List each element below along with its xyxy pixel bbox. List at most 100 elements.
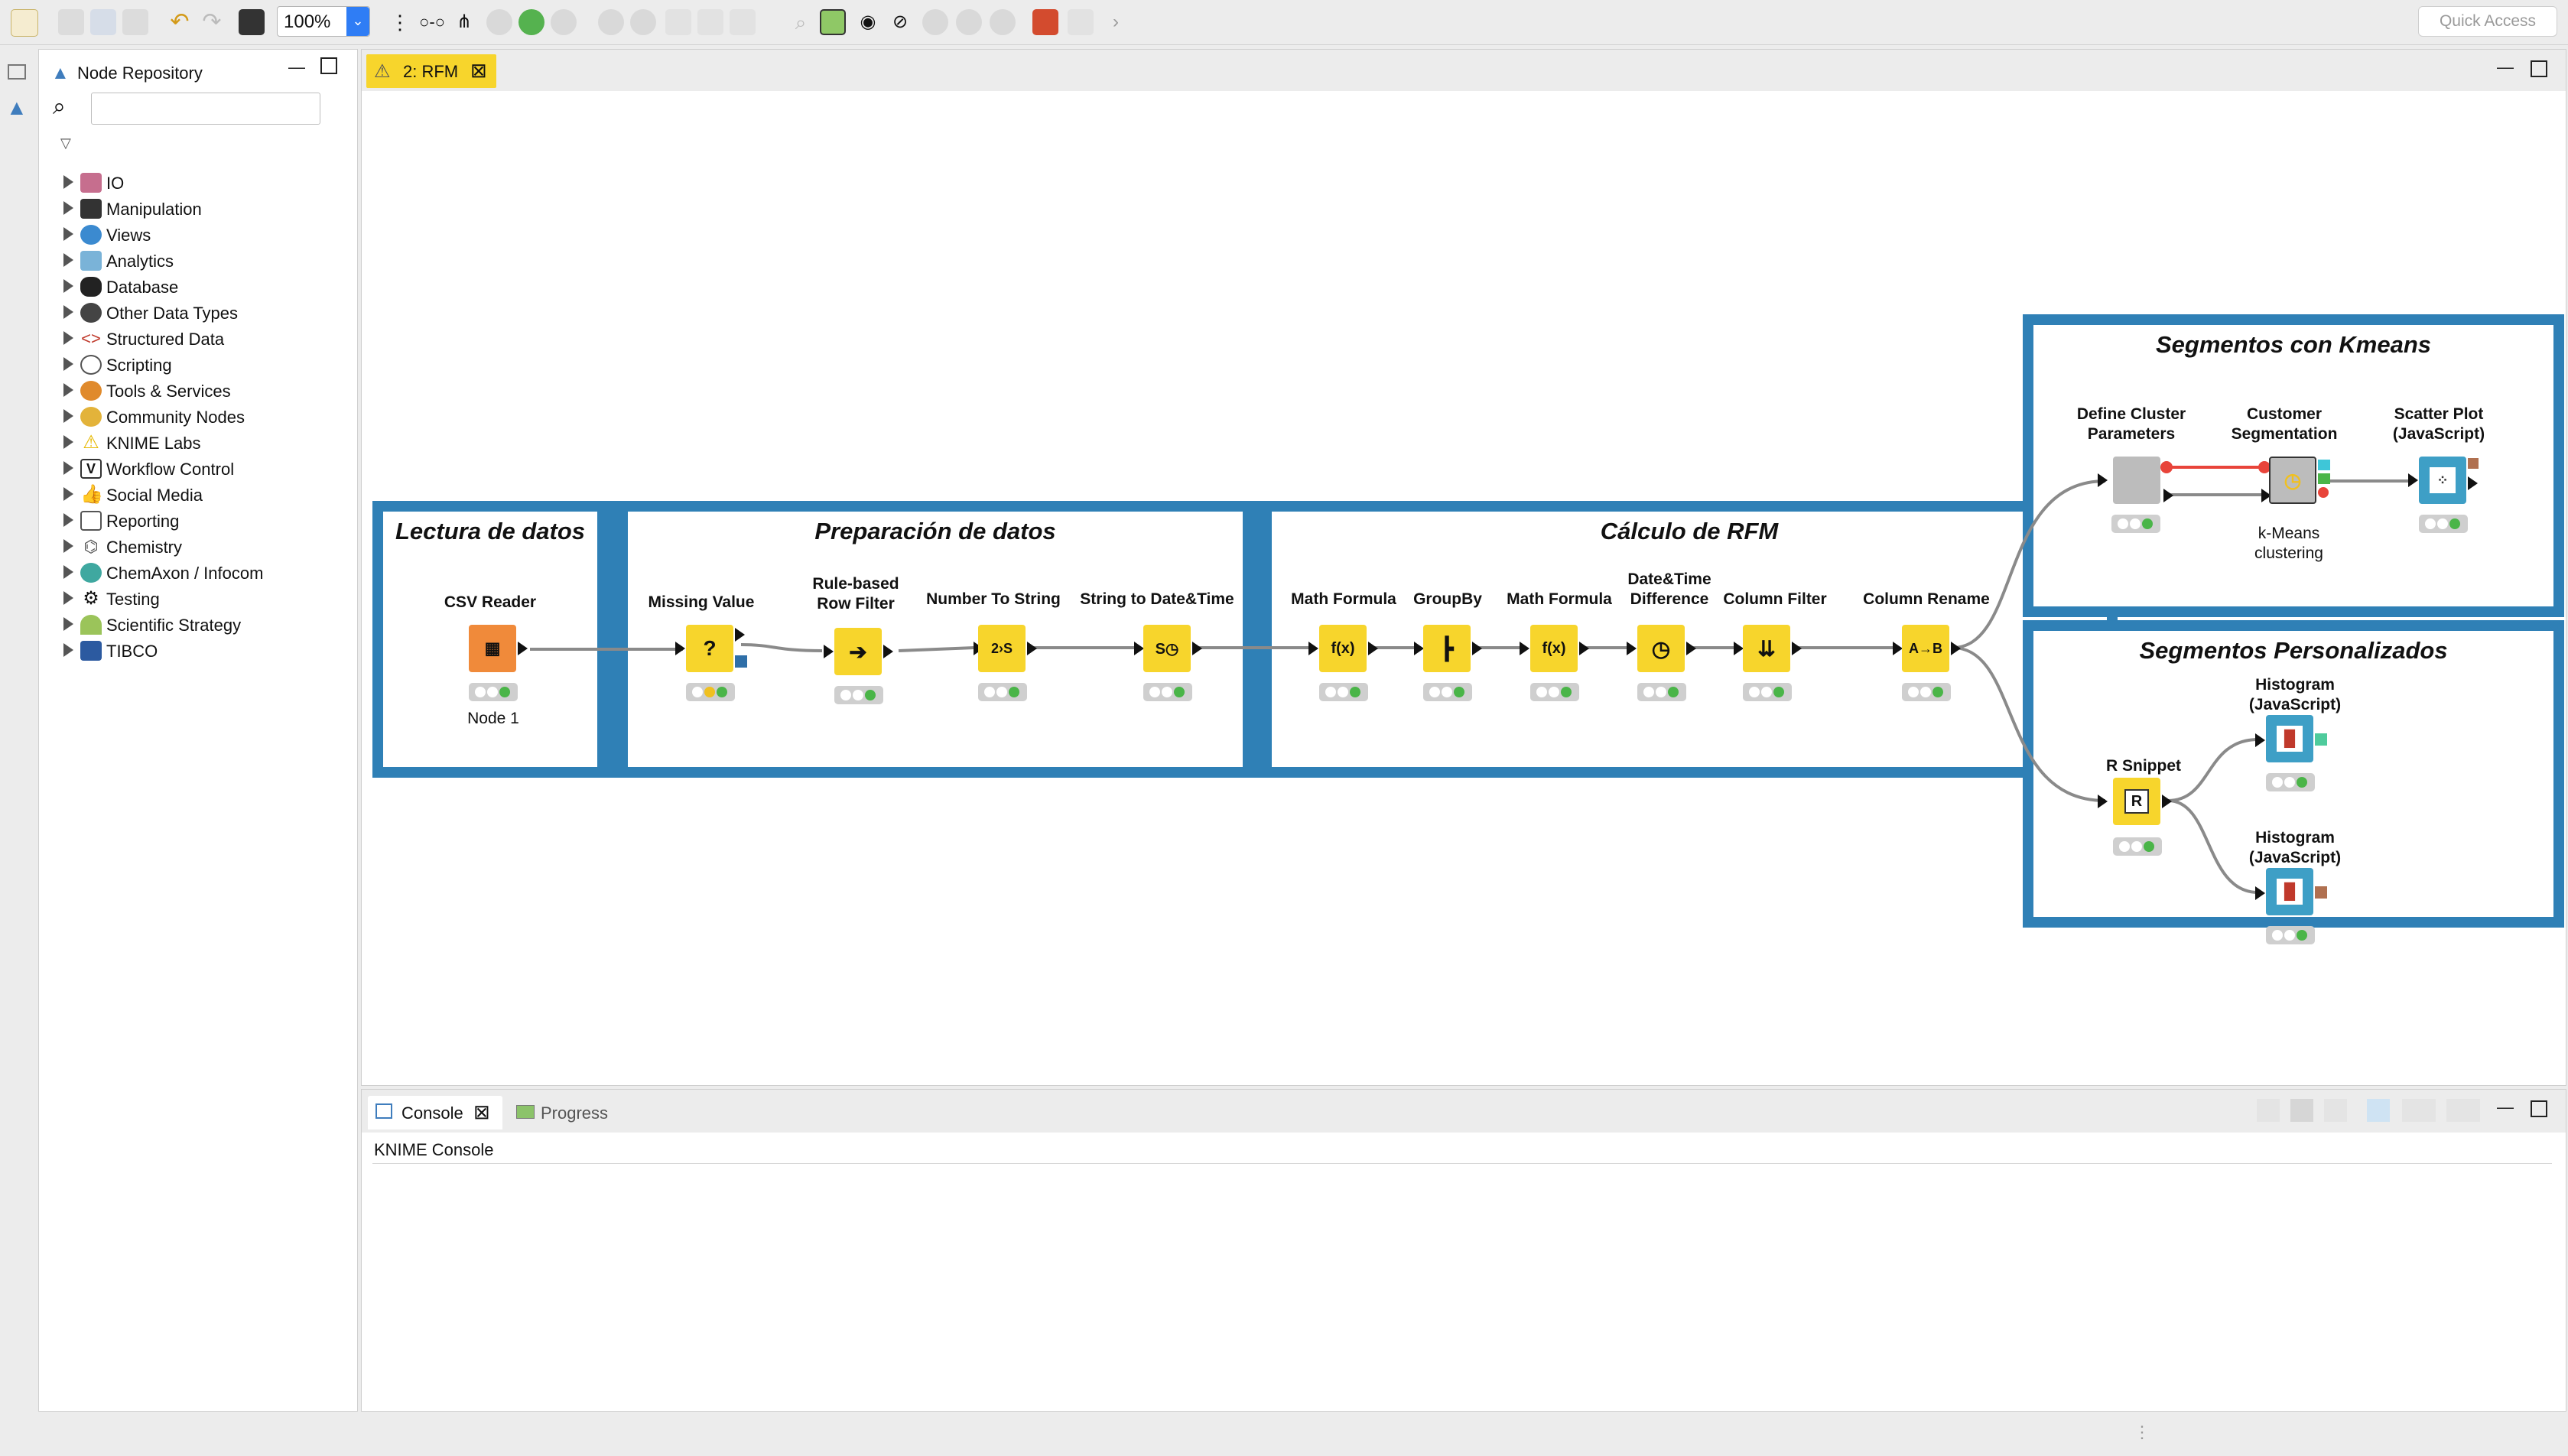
input-port[interactable] [675,642,685,655]
connect-icon[interactable]: ○-○ [419,12,445,31]
search-icon[interactable]: ⌕ [53,94,66,119]
output-port[interactable] [1472,642,1482,655]
minimize-icon[interactable]: — [288,57,305,76]
scroll-lock-icon[interactable] [2290,1099,2313,1122]
grid-icon[interactable] [820,9,846,35]
node-column-rename[interactable]: A→B [1902,625,1949,672]
output-port[interactable] [1686,642,1696,655]
expand-arrow-icon[interactable] [63,409,73,423]
restore-icon[interactable] [8,64,26,80]
maximize-icon[interactable] [2531,60,2547,77]
repo-item-tibco[interactable]: TIBCO [63,639,346,663]
eye-icon[interactable]: ◉ [860,11,876,32]
zoom-icon[interactable]: ⌕ [795,11,807,34]
input-port[interactable] [2255,886,2265,900]
input-port[interactable] [2098,473,2108,487]
repo-item-manipulation[interactable]: Manipulation [63,197,346,221]
node-customer-segmentation[interactable]: ◷ [2269,457,2316,504]
node-number-to-string[interactable]: 2›S [978,625,1026,672]
output-port[interactable] [735,628,745,642]
input-port[interactable] [1414,642,1424,655]
comment-icon[interactable] [697,9,723,35]
node-groupby[interactable]: ┣ [1423,625,1471,672]
output-port[interactable] [1951,642,1961,655]
node-monitor-icon[interactable] [239,9,265,35]
node-define-cluster[interactable] [2113,457,2160,504]
pause-icon[interactable] [956,9,982,35]
image-port[interactable] [2315,886,2327,899]
word-wrap-icon[interactable] [2324,1099,2347,1122]
layout-icon[interactable]: ⋔ [456,11,473,32]
cancel-icon[interactable] [598,9,624,35]
node-date-diff[interactable]: ◷ [1637,625,1685,672]
chevron-right-icon[interactable]: › [1113,11,1119,32]
tab-node-repository[interactable]: ▲ Node Repository [44,56,227,89]
expand-arrow-icon[interactable] [63,201,73,215]
expand-arrow-icon[interactable] [63,357,73,371]
output-port[interactable] [1792,642,1802,655]
tab-rfm[interactable]: ⚠ 2: RFM ⊠ [366,54,496,88]
expand-arrow-icon[interactable] [63,539,73,553]
node-string-to-date[interactable]: S◷ [1143,625,1191,672]
output-port[interactable] [1368,642,1378,655]
output-port[interactable] [2318,460,2330,470]
display-console-icon[interactable] [2402,1099,2436,1122]
repo-item-testing[interactable]: ⚙Testing [63,587,346,611]
input-port[interactable] [2261,489,2271,502]
new-icon[interactable] [11,9,38,37]
node-r-snippet[interactable]: R [2113,778,2160,825]
output-port[interactable] [2162,795,2172,808]
expand-arrow-icon[interactable] [63,487,73,501]
repo-item-tools-services[interactable]: Tools & Services [63,379,346,403]
node-missing-value[interactable]: ? [686,625,733,672]
view-port[interactable] [2315,733,2327,746]
execute-icon[interactable] [486,9,512,35]
model-port[interactable] [735,655,747,668]
input-port[interactable] [1893,642,1903,655]
repo-item-scientific-strategy[interactable]: Scientific Strategy [63,613,346,637]
expand-arrow-icon[interactable] [63,435,73,449]
output-port[interactable] [2318,487,2329,498]
repo-item-views[interactable]: Views [63,223,346,247]
reset-icon[interactable] [665,9,691,35]
input-port[interactable] [2408,473,2418,487]
input-port[interactable] [1734,642,1744,655]
output-port[interactable] [1192,642,1202,655]
minimize-icon[interactable]: — [2497,1097,2514,1116]
expand-arrow-icon[interactable] [63,227,73,241]
node-csv-reader[interactable]: ▦ [469,625,516,672]
close-icon[interactable]: ⊠ [470,59,487,82]
repo-item-chemaxon[interactable]: ChemAxon / Infocom [63,561,346,585]
flow-variable-port[interactable] [2258,461,2271,473]
save-icon[interactable] [58,9,84,35]
expand-arrow-icon[interactable] [63,305,73,319]
output-port[interactable] [2468,476,2478,490]
view-icon[interactable] [730,9,756,35]
expand-arrow-icon[interactable] [63,513,73,527]
configure-icon[interactable]: ⋮ [390,11,410,34]
expand-arrow-icon[interactable] [63,175,73,189]
repo-item-knime-labs[interactable]: ⚠KNIME Labs [63,431,346,455]
output-port[interactable] [2163,489,2173,502]
input-port[interactable] [2098,795,2108,808]
filter-chevron-icon[interactable]: ▽ [60,135,71,151]
expand-arrow-icon[interactable] [63,253,73,267]
expand-arrow-icon[interactable] [63,643,73,657]
repository-search-input[interactable] [91,93,320,125]
close-icon[interactable]: ⊠ [473,1100,490,1123]
node-math-formula-2[interactable]: f(x) [1530,625,1578,672]
repo-item-other-data-types[interactable]: Other Data Types [63,301,346,325]
tool-icon[interactable] [1032,9,1058,35]
node-histogram-1[interactable]: ▐▌ [2266,715,2313,762]
repo-item-social-media[interactable]: 👍Social Media [63,483,346,507]
repository-icon[interactable]: ▲ [6,96,28,119]
expand-arrow-icon[interactable] [63,617,73,631]
chevron-down-icon[interactable]: ⌄ [346,7,369,36]
expand-arrow-icon[interactable] [63,461,73,475]
save-as-icon[interactable] [122,9,148,35]
maximize-icon[interactable] [320,57,337,74]
input-port[interactable] [1520,642,1529,655]
output-port[interactable] [518,642,528,655]
open-console-icon[interactable] [2446,1099,2480,1122]
